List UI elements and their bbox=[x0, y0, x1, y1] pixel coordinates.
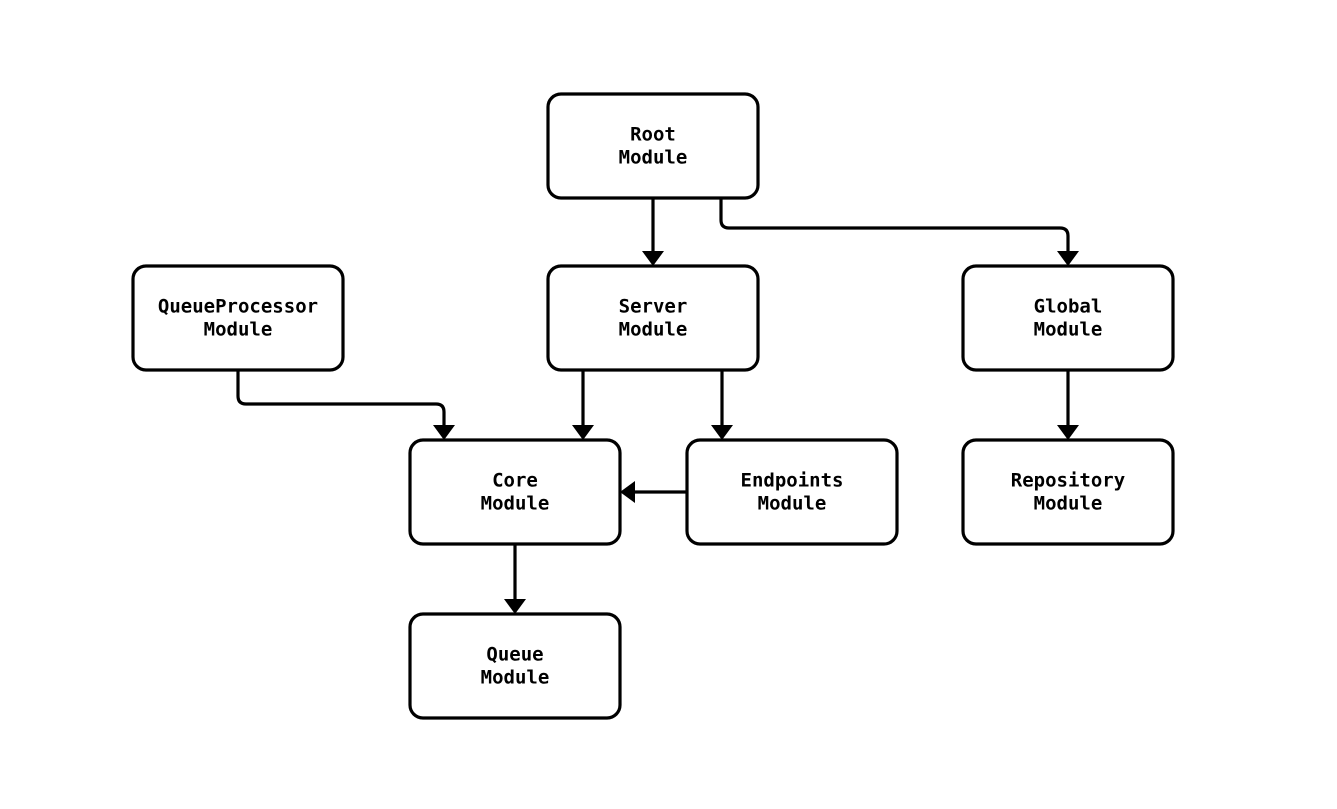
nodes-layer: RootModuleQueueProcessorModuleServerModu… bbox=[131, 92, 1175, 720]
queueprocessor-module-node-label-line2: Module bbox=[204, 319, 273, 341]
root-module-node-label-line2: Module bbox=[619, 147, 688, 169]
edge-server-to-endpoints-arrowhead bbox=[711, 425, 733, 440]
endpoints-module-node-label-line1: Endpoints bbox=[741, 470, 844, 492]
edge-global-to-repository-arrowhead bbox=[1057, 425, 1079, 440]
queue-module-node-label-line2: Module bbox=[481, 667, 550, 689]
queue-module-node-box[interactable] bbox=[408, 612, 622, 720]
edge-server-to-core-arrowhead bbox=[572, 425, 594, 440]
core-module-node-box[interactable] bbox=[408, 438, 622, 546]
endpoints-module-node-label-line2: Module bbox=[758, 493, 827, 515]
repository-module-node-label-line2: Module bbox=[1034, 493, 1103, 515]
server-module-node-box[interactable] bbox=[546, 264, 760, 372]
edge-root-to-global-arrowhead bbox=[1057, 251, 1079, 266]
endpoints-module-node-box[interactable] bbox=[685, 438, 899, 546]
global-module-node-box[interactable] bbox=[961, 264, 1175, 372]
root-module-node-label-line1: Root bbox=[630, 124, 676, 146]
queue-module-node-label-line1: Queue bbox=[486, 644, 543, 666]
edge-server-to-endpoints bbox=[711, 370, 733, 440]
server-module-node-label-line1: Server bbox=[619, 296, 688, 318]
edge-endpoints-to-core-arrowhead bbox=[620, 481, 635, 503]
core-module-node-label-line2: Module bbox=[481, 493, 550, 515]
repository-module-node-box[interactable] bbox=[961, 438, 1175, 546]
global-module-node-label-line2: Module bbox=[1034, 319, 1103, 341]
edge-core-to-queue-arrowhead bbox=[504, 599, 526, 614]
edge-root-to-server-arrowhead bbox=[642, 251, 664, 266]
edge-queueprocessor-to-core-line bbox=[236, 370, 446, 426]
edge-endpoints-to-core bbox=[620, 481, 687, 503]
edge-global-to-repository bbox=[1057, 370, 1079, 440]
server-module-node-label-line2: Module bbox=[619, 319, 688, 341]
edge-core-to-queue bbox=[504, 544, 526, 614]
queueprocessor-module-node-label-line1: QueueProcessor bbox=[158, 296, 318, 318]
core-module-node-label-line1: Core bbox=[492, 470, 538, 492]
root-module-node-box[interactable] bbox=[546, 92, 760, 200]
edge-queueprocessor-to-core bbox=[236, 370, 455, 440]
edge-root-to-global bbox=[719, 198, 1079, 266]
edges-layer bbox=[236, 198, 1079, 614]
queueprocessor-module-node-box[interactable] bbox=[131, 264, 345, 372]
edge-queueprocessor-to-core-arrowhead bbox=[433, 425, 455, 440]
edge-root-to-server bbox=[642, 198, 664, 266]
edge-server-to-core bbox=[572, 370, 594, 440]
edge-root-to-global-line bbox=[719, 198, 1070, 252]
repository-module-node-label-line1: Repository bbox=[1011, 470, 1125, 492]
global-module-node-label-line1: Global bbox=[1034, 296, 1103, 318]
